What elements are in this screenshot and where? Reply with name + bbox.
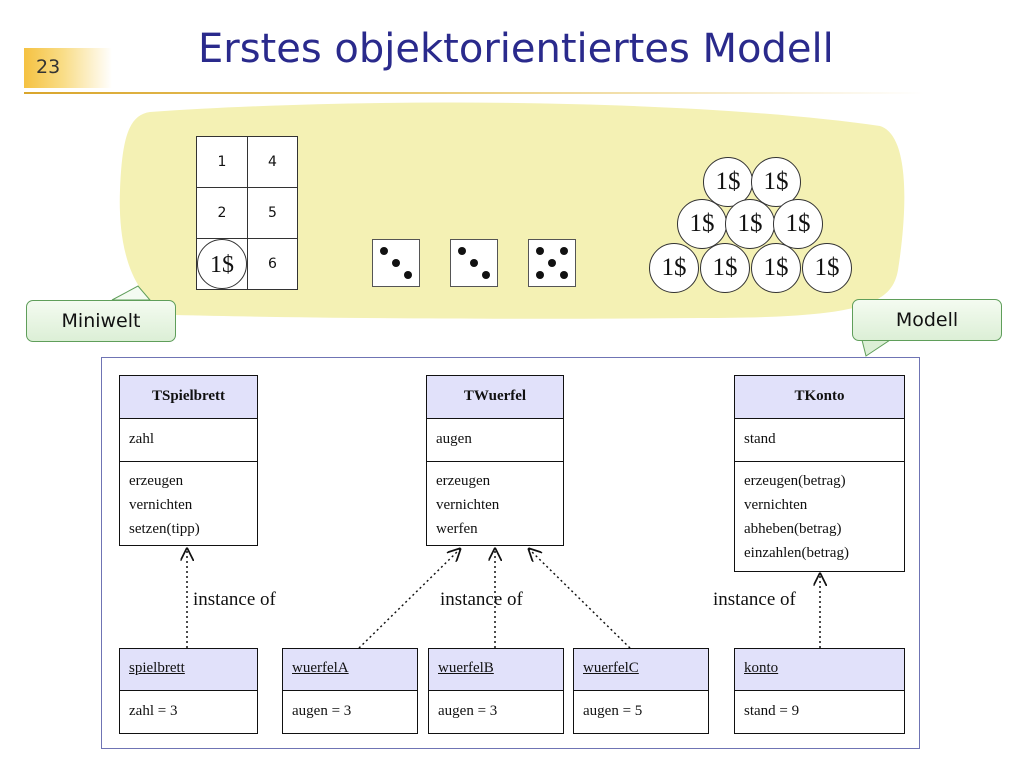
class-tkonto: TKonto stand erzeugen(betrag) vernichten… <box>734 375 905 572</box>
board-field: 4 <box>247 136 298 188</box>
miniwelt-callout: Miniwelt <box>26 300 176 342</box>
die-pip <box>536 271 544 279</box>
object-spielbrett: spielbrett zahl = 3 <box>119 648 258 734</box>
die-pip <box>548 259 556 267</box>
die-c-icon <box>528 239 576 287</box>
class-attribute: zahl <box>120 419 257 462</box>
coin: 1$ <box>700 243 750 293</box>
modell-callout: Modell <box>852 299 1002 341</box>
die-pip <box>560 271 568 279</box>
die-pip <box>392 259 400 267</box>
coin: 1$ <box>725 199 775 249</box>
class-method: vernichten <box>436 497 500 513</box>
die-pip <box>458 247 466 255</box>
object-name: spielbrett <box>120 649 257 691</box>
board-field-with-chip: 1$ <box>196 238 248 290</box>
die-pip <box>470 259 478 267</box>
class-name: TWuerfel <box>427 376 563 419</box>
object-wuerfelC: wuerfelC augen = 5 <box>573 648 709 734</box>
class-twuerfel: TWuerfel augen erzeugen vernichten werfe… <box>426 375 564 546</box>
coin: 1$ <box>773 199 823 249</box>
arrow-wuerfelC <box>529 549 631 649</box>
die-pip <box>482 271 490 279</box>
coin: 1$ <box>751 243 801 293</box>
object-state: zahl = 3 <box>129 703 178 719</box>
die-pip <box>380 247 388 255</box>
class-name: TSpielbrett <box>120 376 257 419</box>
die-pip <box>560 247 568 255</box>
board-field: 6 <box>247 238 298 290</box>
object-konto: konto stand = 9 <box>734 648 905 734</box>
class-method: setzen(tipp) <box>129 521 200 537</box>
class-method: vernichten <box>744 497 808 513</box>
die-pip <box>536 247 544 255</box>
object-state: stand = 9 <box>744 703 800 719</box>
object-name: konto <box>735 649 904 691</box>
slide-number: 23 <box>36 56 61 78</box>
object-state: augen = 5 <box>583 703 643 719</box>
class-methods: erzeugen vernichten setzen(tipp) <box>120 462 257 541</box>
object-wuerfelB: wuerfelB augen = 3 <box>428 648 564 734</box>
instance-of-label: instance of <box>713 589 796 610</box>
die-b-icon <box>450 239 498 287</box>
object-wuerfelA: wuerfelA augen = 3 <box>282 648 418 734</box>
title-rule <box>24 92 924 94</box>
board-chip: 1$ <box>197 239 247 289</box>
coin: 1$ <box>649 243 699 293</box>
coin: 1$ <box>751 157 801 207</box>
coin: 1$ <box>677 199 727 249</box>
class-name: TKonto <box>735 376 904 419</box>
object-state: augen = 3 <box>292 703 352 719</box>
object-name: wuerfelB <box>429 649 563 691</box>
class-method: abheben(betrag) <box>744 521 842 537</box>
class-method: vernichten <box>129 497 193 513</box>
class-tspielbrett: TSpielbrett zahl erzeugen vernichten set… <box>119 375 258 546</box>
spielbrett-board: 1 4 2 5 1$ 6 <box>196 136 298 290</box>
class-method: erzeugen(betrag) <box>744 473 846 489</box>
arrow-wuerfelA <box>358 549 460 649</box>
die-pip <box>404 271 412 279</box>
class-methods: erzeugen(betrag) vernichten abheben(betr… <box>735 462 904 565</box>
board-field: 5 <box>247 187 298 239</box>
class-attribute: augen <box>427 419 563 462</box>
class-method: erzeugen <box>436 473 491 489</box>
class-method: werfen <box>436 521 478 537</box>
instance-of-label: instance of <box>193 589 276 610</box>
class-attribute: stand <box>735 419 904 462</box>
object-state: augen = 3 <box>438 703 498 719</box>
instance-of-label: instance of <box>440 589 523 610</box>
class-method: erzeugen <box>129 473 184 489</box>
slide-title: Erstes objektorientiertes Modell <box>198 26 834 72</box>
object-name: wuerfelA <box>283 649 417 691</box>
coin: 1$ <box>802 243 852 293</box>
class-method: einzahlen(betrag) <box>744 545 849 561</box>
object-name: wuerfelC <box>574 649 708 691</box>
slide-number-badge: 23 <box>24 48 112 88</box>
coin: 1$ <box>703 157 753 207</box>
class-methods: erzeugen vernichten werfen <box>427 462 563 541</box>
die-a-icon <box>372 239 420 287</box>
